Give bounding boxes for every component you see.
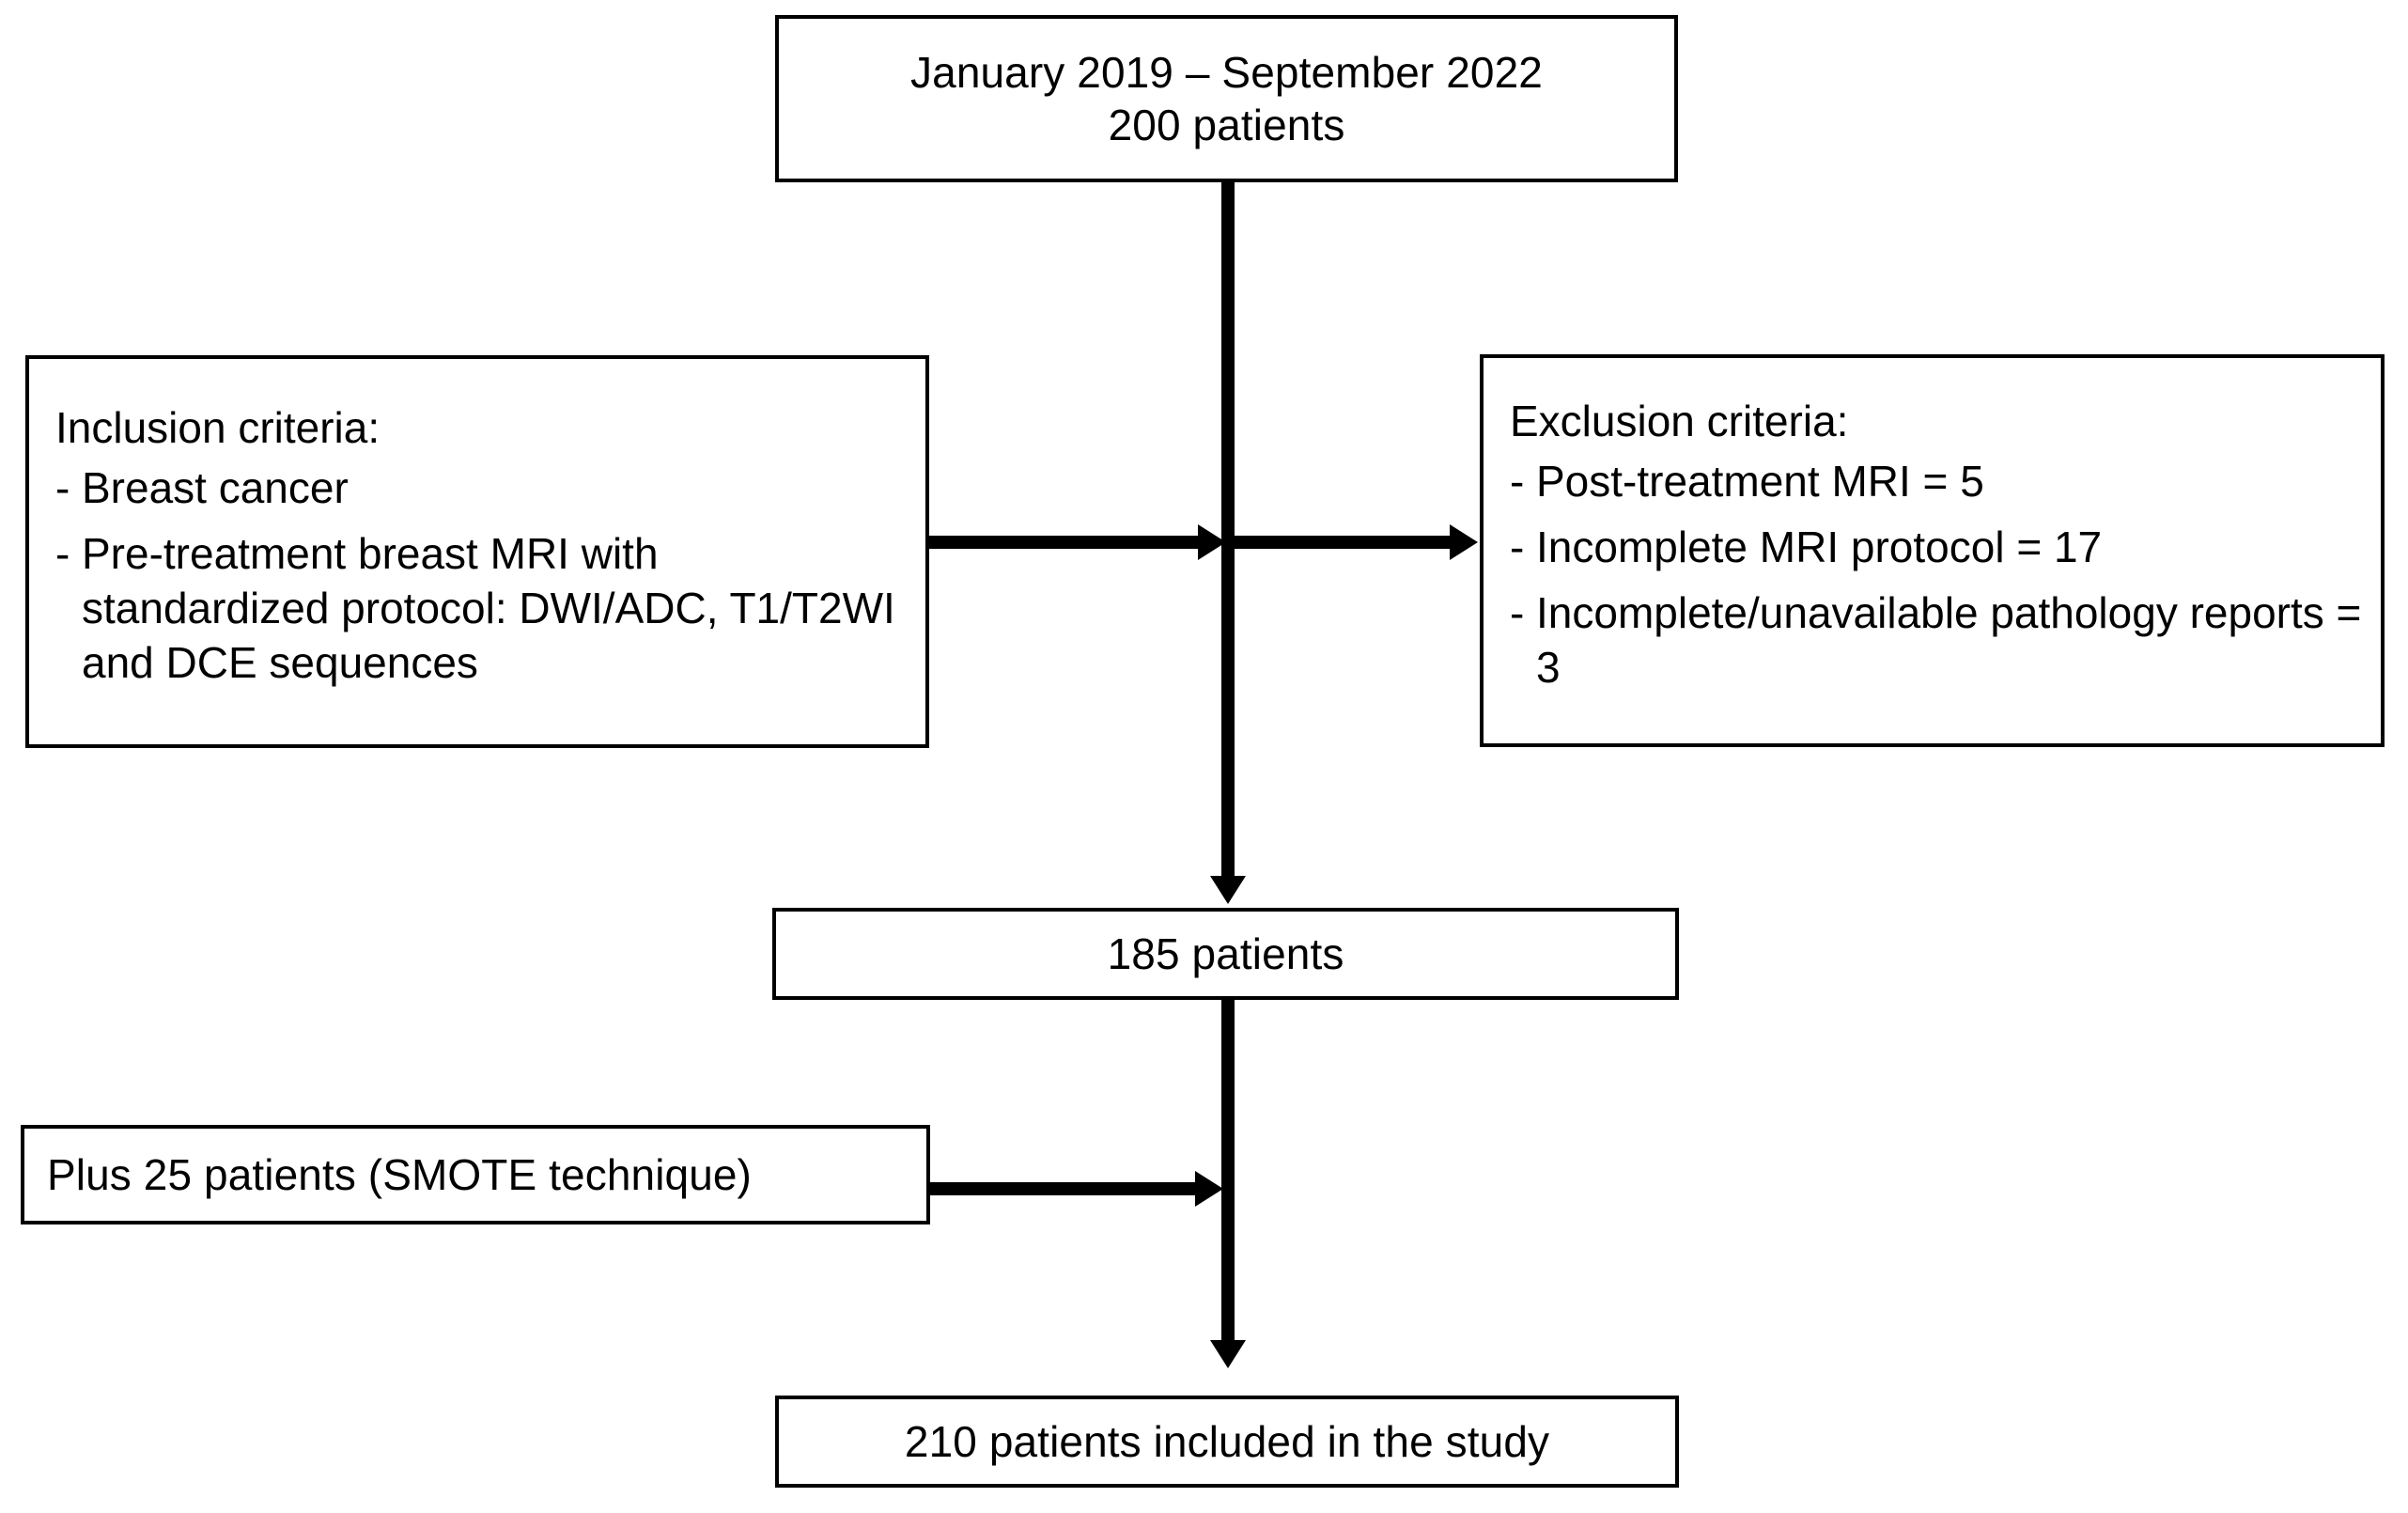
bullet-dash-icon: - xyxy=(55,528,70,578)
exclusion-title: Exclusion criteria: xyxy=(1510,397,1849,446)
arrowhead-smote-into-spine xyxy=(1195,1171,1223,1207)
connector-smote-to-spine xyxy=(930,1182,1203,1195)
arrowhead-into-final-box xyxy=(1210,1340,1246,1368)
smote-label: Plus 25 patients (SMOTE technique) xyxy=(47,1149,752,1199)
source-date-range: January 2019 – September 2022 xyxy=(910,47,1543,97)
connector-source-to-185 xyxy=(1221,182,1235,880)
after-exclusion-count: 185 patients xyxy=(1107,928,1344,978)
list-item: - Incomplete MRI protocol = 17 xyxy=(1484,521,2381,575)
node-final-cohort: 210 patients included in the study xyxy=(775,1396,1679,1488)
node-inclusion-criteria: Inclusion criteria: - Breast cancer - Pr… xyxy=(25,355,929,748)
inclusion-item-text: Breast cancer xyxy=(82,462,349,512)
bullet-dash-icon: - xyxy=(55,462,70,512)
list-item: - Post-treatment MRI = 5 xyxy=(1484,455,2381,509)
connector-spine-to-exclusion xyxy=(1231,536,1456,549)
node-source-cohort: January 2019 – September 2022 200 patien… xyxy=(775,15,1678,182)
node-after-exclusion: 185 patients xyxy=(772,908,1679,1000)
list-item: - Pre-treatment breast MRI with standard… xyxy=(29,527,925,691)
exclusion-item-text: Incomplete/unavailable pathology reports… xyxy=(1536,587,2362,692)
list-item: - Breast cancer xyxy=(29,461,925,516)
inclusion-title: Inclusion criteria: xyxy=(55,403,381,453)
exclusion-item-text: Post-treatment MRI = 5 xyxy=(1536,456,1984,506)
list-item: - Incomplete/unavailable pathology repor… xyxy=(1484,586,2381,695)
connector-inclusion-to-spine xyxy=(927,536,1209,549)
arrowhead-inclusion-into-spine xyxy=(1198,524,1226,560)
arrowhead-into-185-box xyxy=(1210,876,1246,904)
final-cohort-label: 210 patients included in the study xyxy=(904,1416,1550,1466)
exclusion-list: - Post-treatment MRI = 5 - Incomplete MR… xyxy=(1484,455,2381,707)
connector-185-to-final xyxy=(1221,1000,1235,1344)
inclusion-list: - Breast cancer - Pre-treatment breast M… xyxy=(29,461,925,702)
exclusion-item-text: Incomplete MRI protocol = 17 xyxy=(1536,522,2103,571)
bullet-dash-icon: - xyxy=(1510,522,1525,571)
bullet-dash-icon: - xyxy=(1510,587,1525,637)
source-patient-count: 200 patients xyxy=(1108,101,1345,149)
arrowhead-into-exclusion-box xyxy=(1450,524,1478,560)
node-smote-augmentation: Plus 25 patients (SMOTE technique) xyxy=(21,1125,930,1224)
node-exclusion-criteria: Exclusion criteria: - Post-treatment MRI… xyxy=(1480,354,2385,747)
bullet-dash-icon: - xyxy=(1510,456,1525,506)
inclusion-item-text: Pre-treatment breast MRI with standardiz… xyxy=(82,528,895,687)
